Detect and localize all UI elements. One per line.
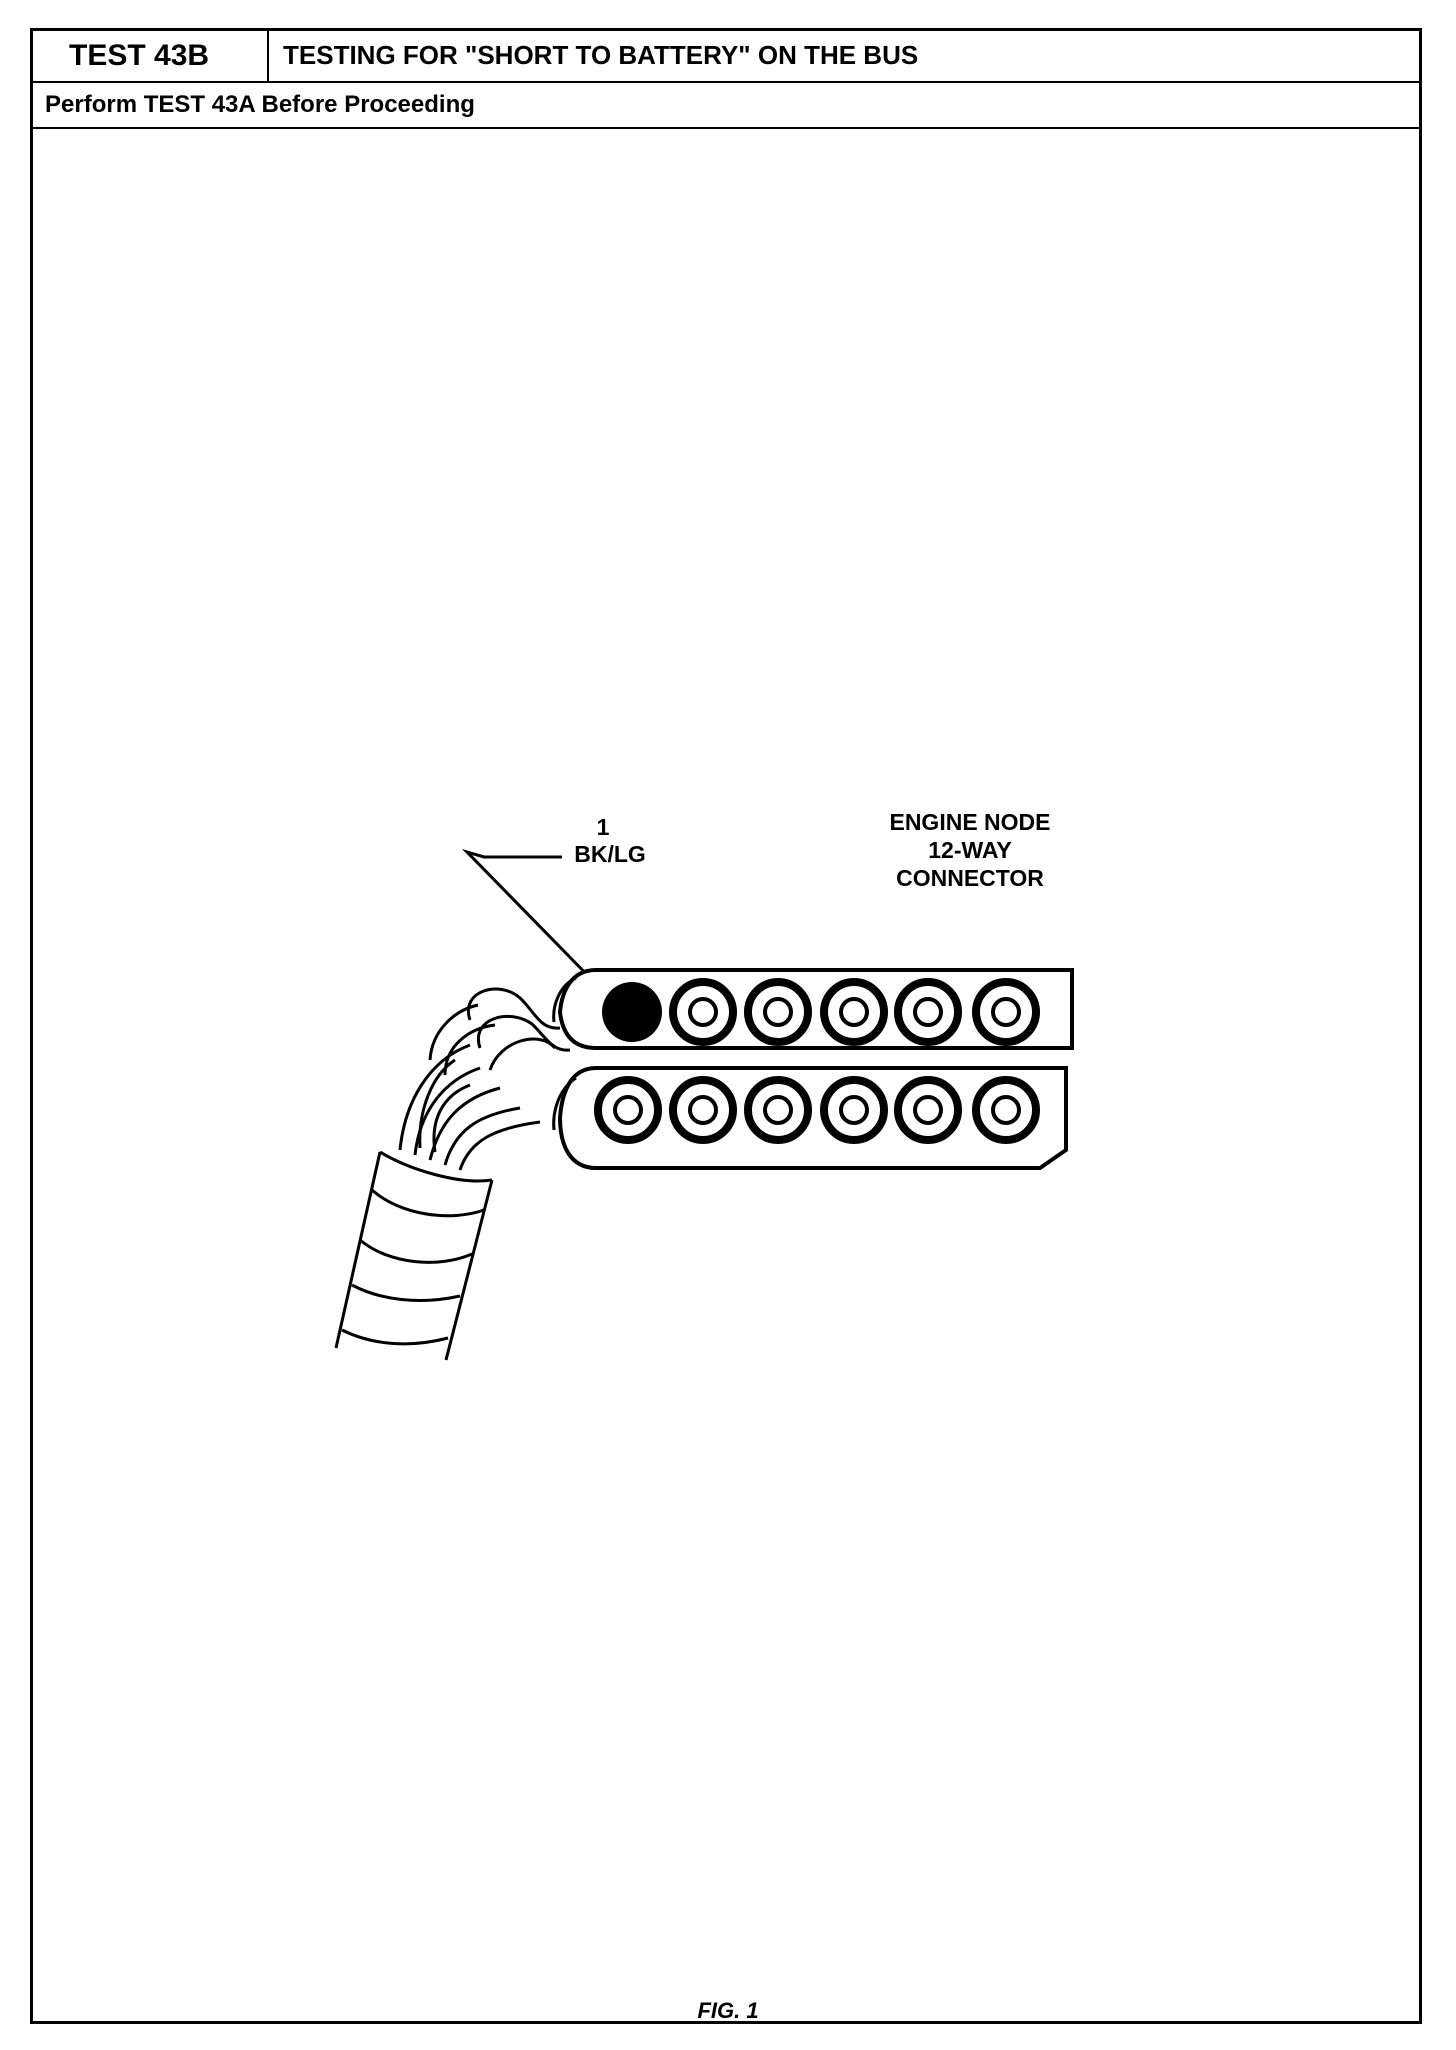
figure-caption: FIG. 1 xyxy=(697,1998,759,2023)
connector-label-line-1: ENGINE NODE xyxy=(889,809,1050,835)
pin xyxy=(820,978,888,1046)
prerequisite-note: Perform TEST 43A Before Proceeding xyxy=(33,83,1419,129)
callout-leader-line xyxy=(461,848,602,990)
connector-label-line-2: 12-WAY xyxy=(928,837,1012,863)
callout-pin-number: 1 xyxy=(597,814,610,840)
pin xyxy=(894,1076,962,1144)
pin xyxy=(669,978,737,1046)
header-row: TEST 43B TESTING FOR "SHORT TO BATTERY" … xyxy=(33,31,1419,83)
wire-harness xyxy=(334,987,571,1361)
pin xyxy=(669,1076,737,1144)
test-title: TESTING FOR "SHORT TO BATTERY" ON THE BU… xyxy=(283,40,919,70)
pin xyxy=(820,1076,888,1144)
pin xyxy=(972,1076,1040,1144)
connector-top-row xyxy=(552,968,1074,1050)
connector-bottom-row xyxy=(552,1066,1068,1170)
pin-1-highlighted xyxy=(602,982,662,1042)
pin xyxy=(972,978,1040,1046)
pin xyxy=(594,1076,662,1144)
page-frame: TEST 43B TESTING FOR "SHORT TO BATTERY" … xyxy=(30,28,1422,2024)
pin xyxy=(744,1076,812,1144)
test-id: TEST 43B xyxy=(33,31,269,81)
pin xyxy=(894,978,962,1046)
callout-wire-color: BK/LG xyxy=(574,841,646,867)
connector-label-line-3: CONNECTOR xyxy=(896,865,1044,891)
pin xyxy=(744,978,812,1046)
